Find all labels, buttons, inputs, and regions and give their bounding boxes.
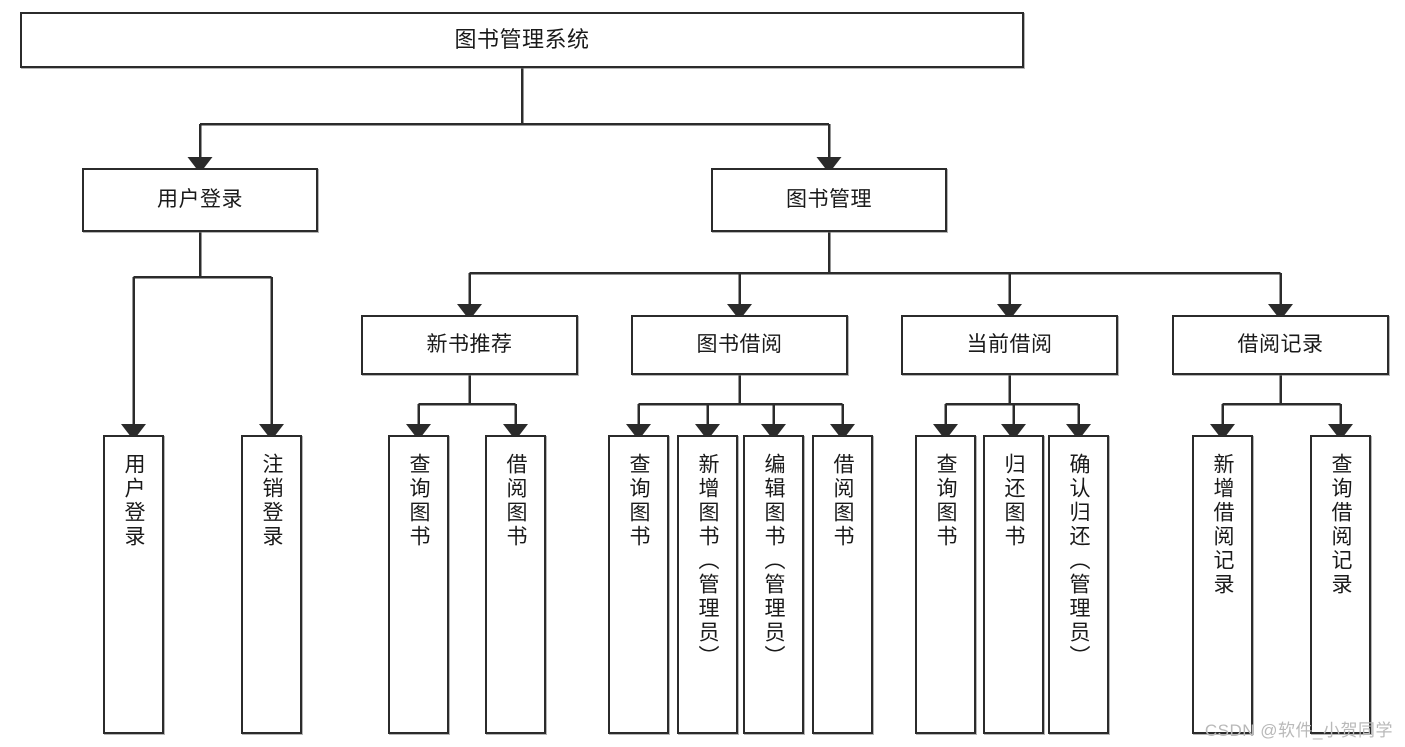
watermark-text: CSDN @软件_小贺同学 [1204,721,1393,740]
node-leaf-borrow-1[interactable]: 查询图书 [608,435,669,734]
node-label: 当前借阅 [966,332,1053,356]
node-label: 归还图书 [1002,453,1025,549]
node-leaf-login-1[interactable]: 用户登录 [103,435,164,734]
node-label: 图书管理 [786,187,872,211]
node-label: 用户登录 [157,187,243,211]
node-leaf-cur-1[interactable]: 查询图书 [915,435,976,734]
node-leaf-borrow-3[interactable]: 编辑图书（管理员） [743,435,804,734]
node-label: 借阅图书 [831,453,854,549]
node-records[interactable]: 借阅记录 [1172,315,1389,375]
node-bookmgmt[interactable]: 图书管理 [711,168,947,232]
node-label: 图书管理系统 [454,27,590,53]
node-label: 确认归还（管理员） [1067,453,1090,669]
node-leaf-borrow-2[interactable]: 新增图书（管理员） [677,435,738,734]
node-leaf-cur-3[interactable]: 确认归还（管理员） [1048,435,1109,734]
node-label: 新增借阅记录 [1211,453,1234,597]
node-leaf-cur-2[interactable]: 归还图书 [983,435,1044,734]
node-label: 新书推荐 [426,332,513,356]
node-leaf-rec-2[interactable]: 查询借阅记录 [1310,435,1371,734]
node-newbook[interactable]: 新书推荐 [361,315,578,375]
node-label: 用户登录 [122,453,145,549]
node-leaf-login-2[interactable]: 注销登录 [241,435,302,734]
node-leaf-new-1[interactable]: 查询图书 [388,435,449,734]
edge-group [121,68,1353,441]
node-login[interactable]: 用户登录 [82,168,318,232]
node-leaf-new-2[interactable]: 借阅图书 [485,435,546,734]
node-current[interactable]: 当前借阅 [901,315,1118,375]
node-borrow[interactable]: 图书借阅 [631,315,848,375]
node-label: 查询图书 [934,453,957,549]
node-label: 借阅记录 [1237,332,1324,356]
node-label: 查询图书 [407,453,430,549]
node-leaf-rec-1[interactable]: 新增借阅记录 [1192,435,1253,734]
node-label: 注销登录 [260,453,283,549]
node-label: 编辑图书（管理员） [762,453,785,669]
node-label: 查询借阅记录 [1329,453,1352,597]
node-label: 借阅图书 [504,453,527,549]
node-label: 图书借阅 [696,332,783,356]
node-leaf-borrow-4[interactable]: 借阅图书 [812,435,873,734]
node-root[interactable]: 图书管理系统 [20,12,1024,68]
node-label: 新增图书（管理员） [696,453,719,669]
node-label: 查询图书 [627,453,650,549]
